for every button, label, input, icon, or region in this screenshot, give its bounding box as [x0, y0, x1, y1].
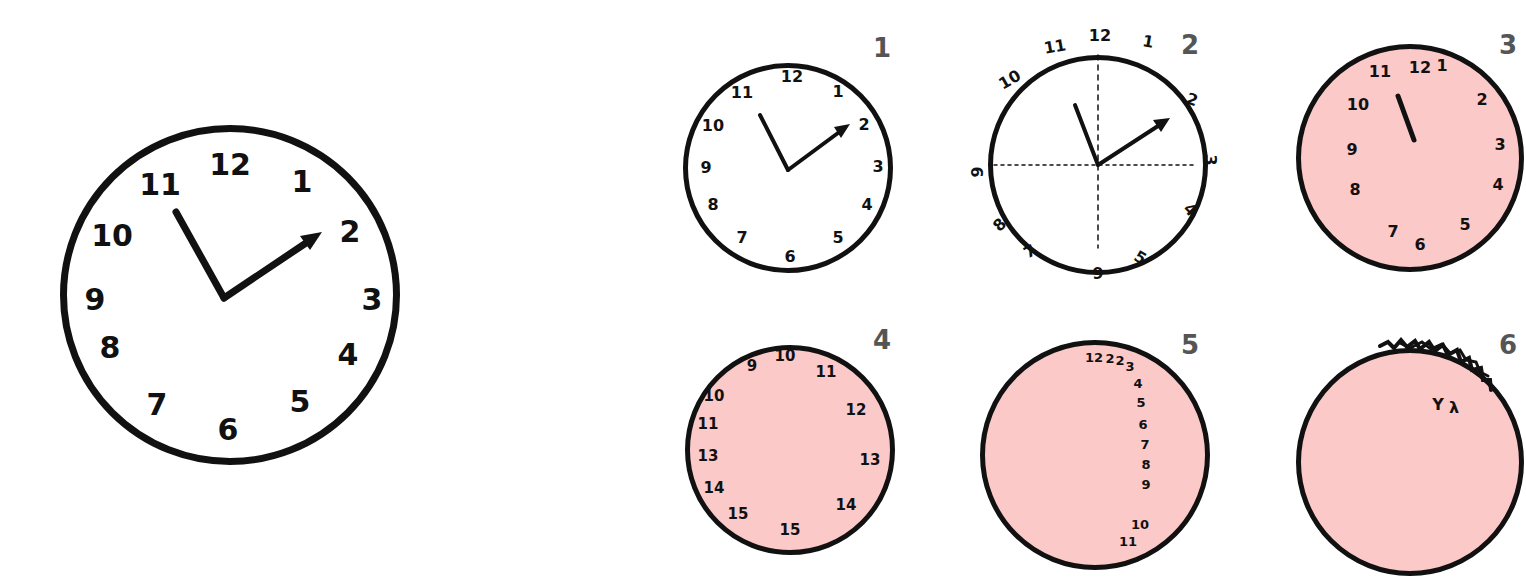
clock-number: 2	[340, 217, 361, 247]
clock-face: 111212345678910	[1296, 44, 1524, 272]
clock-number: 3	[1494, 137, 1505, 153]
panel-number: 3	[1499, 32, 1517, 58]
clock-number: 7	[147, 390, 168, 420]
clock-number: 3	[1202, 154, 1218, 165]
clock-number: 15	[728, 507, 749, 522]
clock-number: 9	[1141, 478, 1150, 491]
clock-number: 3	[872, 159, 883, 175]
clock-number: 11	[139, 170, 181, 200]
clock-number: 2	[1115, 354, 1124, 367]
clock-number: 2	[858, 117, 869, 133]
clock-number: 5	[1136, 396, 1145, 409]
clock-number: 1	[1436, 58, 1447, 74]
clock-number: 2	[1184, 91, 1200, 110]
clock-number: 13	[860, 453, 881, 468]
clock-number: 12	[1409, 60, 1431, 76]
clock-number: 9	[700, 160, 711, 176]
clock-number: 10	[1131, 518, 1149, 531]
clock-number: 6	[784, 249, 795, 265]
clock-number: 3	[362, 285, 383, 315]
clock-outline	[1296, 44, 1524, 272]
clock-number: 9	[970, 166, 986, 177]
clock-number: 6	[218, 415, 239, 445]
clock-number: 9	[1346, 142, 1357, 158]
clock-number: 11	[698, 417, 719, 432]
clock-number: 1	[292, 167, 313, 197]
clock-number: 12	[209, 150, 251, 180]
clock-number: 4	[338, 340, 359, 370]
clock-number: 10	[704, 389, 725, 404]
clock-number: 4	[1492, 177, 1503, 193]
clock-number: 7	[736, 230, 747, 246]
clock-number: 7	[1387, 224, 1398, 240]
clock-face: 91011121314151514131110	[685, 345, 895, 555]
clock-number: 3	[1125, 360, 1134, 373]
clock-number: 4	[1133, 377, 1142, 390]
clock-number: 8	[100, 333, 121, 363]
clock-number: 4	[861, 197, 872, 213]
panel-number: 4	[873, 327, 891, 353]
clock-number: 12	[1089, 28, 1111, 44]
panel-number: 5	[1181, 332, 1199, 358]
clock-number: 7	[1140, 438, 1149, 451]
clock-number: 12	[1085, 351, 1103, 364]
clock-number: 1	[832, 84, 843, 100]
clock-number: 5	[1459, 217, 1470, 233]
clock-number: 11	[1119, 535, 1137, 548]
clock-number: λ	[1449, 400, 1459, 416]
clock-number: 6	[1092, 264, 1103, 280]
clock-number: 2	[1105, 352, 1114, 365]
clock-number: 10	[91, 221, 133, 251]
clock-number: 10	[702, 118, 724, 134]
clock-number: 12	[781, 69, 803, 85]
panel-number: 2	[1181, 32, 1199, 58]
clock-number: 10	[1347, 97, 1369, 113]
clock-number: 15	[780, 523, 801, 538]
panel-number: 1	[873, 35, 891, 61]
clock-number: 5	[832, 230, 843, 246]
clock-number: 9	[85, 285, 106, 315]
clock-outline	[980, 340, 1210, 570]
panel-number: 6	[1499, 332, 1517, 358]
clock-number: 11	[731, 85, 753, 101]
clock-number: Y	[1432, 397, 1444, 413]
clock-number: 10	[775, 349, 796, 364]
clock-number: 8	[1141, 458, 1150, 471]
clock-number: 8	[707, 197, 718, 213]
clock-number: 13	[698, 449, 719, 464]
clock-face: 122234567891011	[980, 340, 1210, 570]
clock-number: 5	[290, 387, 311, 417]
clock-number: 11	[1043, 37, 1068, 57]
clock-number: 12	[846, 403, 867, 418]
clock-number: 11	[816, 365, 837, 380]
clock-number: 6	[1138, 418, 1147, 431]
clock-number: 2	[1476, 92, 1487, 108]
clock-number: 1	[1141, 33, 1155, 51]
clock-number: 14	[704, 481, 725, 496]
clock-number: 11	[1369, 64, 1391, 80]
clock-number: 9	[747, 359, 757, 374]
clock-number: 8	[1349, 182, 1360, 198]
clock-number: 14	[836, 498, 857, 513]
clock-number: 6	[1414, 237, 1425, 253]
